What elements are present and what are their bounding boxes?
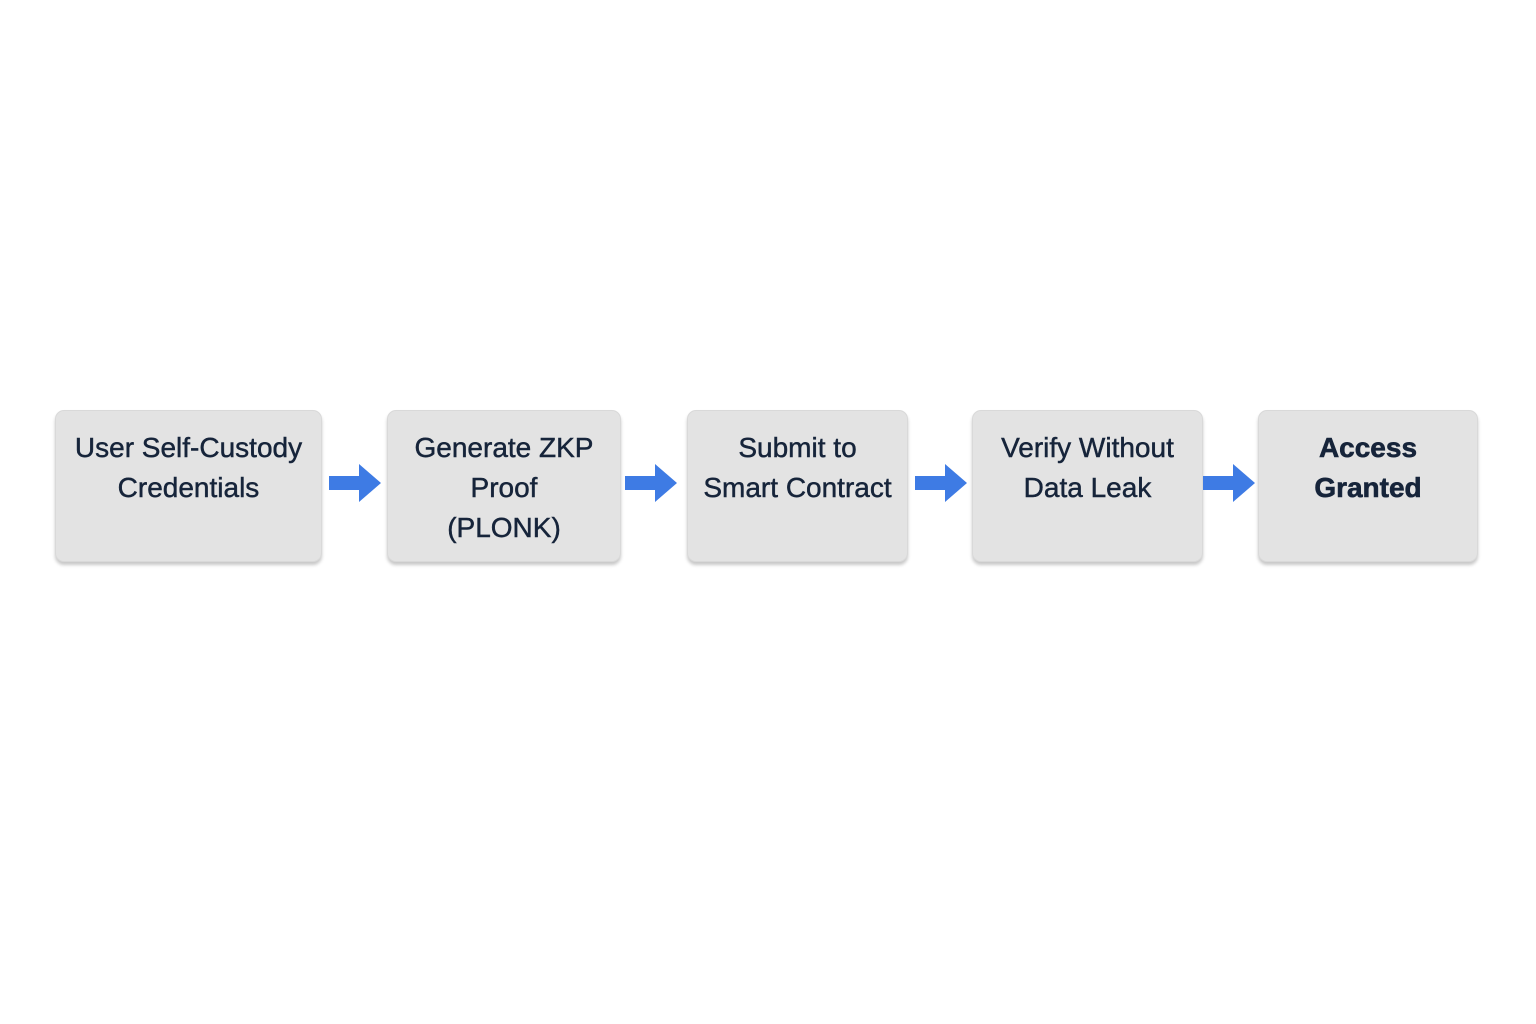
right-arrow-icon: [915, 464, 967, 502]
flow-node-access-granted: Access Granted: [1258, 410, 1478, 562]
right-arrow-icon: [625, 464, 677, 502]
flow-node-label: Verify Without Data Leak: [1001, 432, 1174, 503]
flow-node-generate-zkp-proof: Generate ZKP Proof (PLONK): [387, 410, 621, 562]
flow-node-user-self-custody-credentials: User Self-Custody Credentials: [55, 410, 322, 562]
flow-node-verify-without-data-leak: Verify Without Data Leak: [972, 410, 1203, 562]
flow-node-label: Generate ZKP Proof (PLONK): [414, 432, 594, 543]
flow-node-submit-to-smart-contract: Submit to Smart Contract: [687, 410, 908, 562]
flow-node-label: User Self-Custody Credentials: [74, 432, 303, 503]
flow-node-label: Access Granted: [1314, 432, 1422, 504]
flow-node-label: Submit to Smart Contract: [703, 432, 892, 503]
right-arrow-icon: [329, 464, 381, 502]
right-arrow-icon: [1203, 464, 1255, 502]
